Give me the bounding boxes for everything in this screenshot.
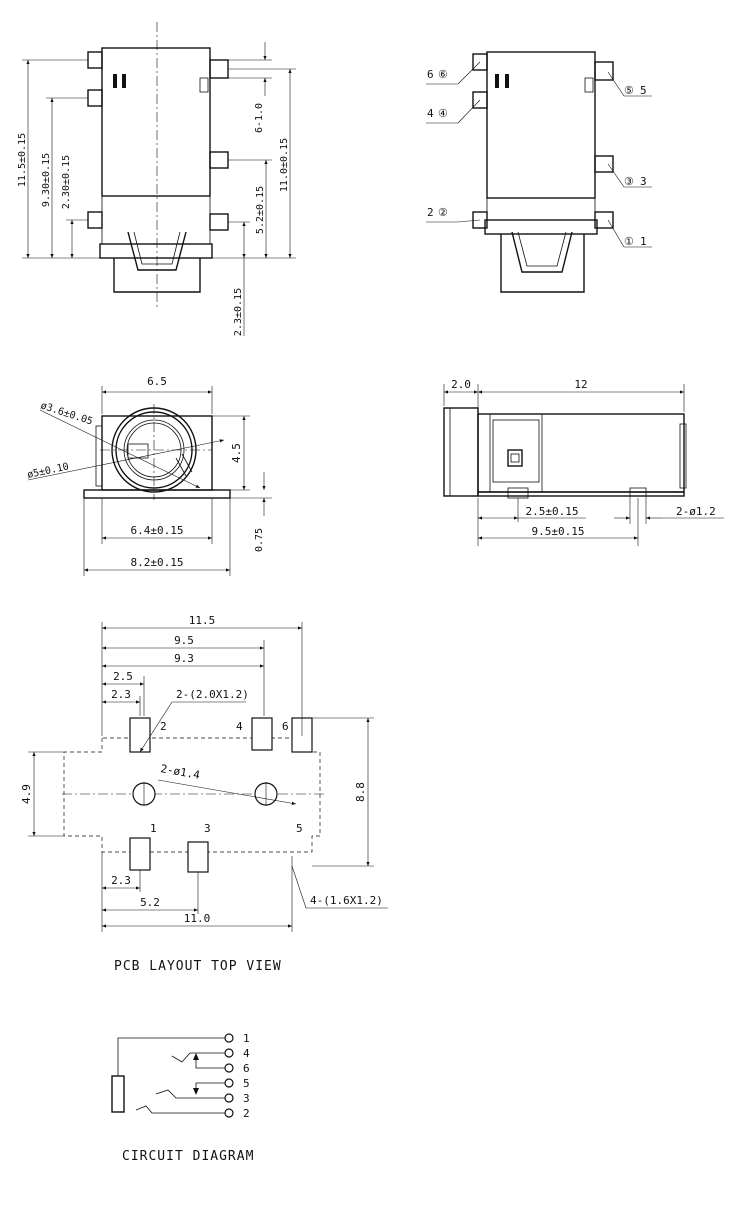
pcb-pad-2: 2 xyxy=(160,720,167,733)
circuit-diagram: 1 4 6 5 3 2 CIRCUIT DIAGRAM xyxy=(111,1032,254,1164)
pcb-pad-1: 1 xyxy=(150,822,157,835)
pin1-num: 1 xyxy=(640,235,647,248)
pcb-dim-8-8: 8.8 xyxy=(354,782,367,802)
pcb-dim-5-2: 5.2 xyxy=(140,896,160,909)
pin2-circled-glyph: ② xyxy=(438,206,448,219)
pcb-pad-6: 6 xyxy=(282,720,289,733)
pin3-circled-glyph: ③ xyxy=(624,175,634,188)
dim-pin3-height: 5.2±0.15 xyxy=(255,186,266,234)
dim-pin-width: 6-1.0 xyxy=(254,103,265,133)
pin6-circled-glyph: ⑥ xyxy=(438,68,448,81)
circuit-pin-1: 1 xyxy=(243,1032,250,1045)
circuit-pin-5: 5 xyxy=(243,1077,250,1090)
side-view: 11.5±0.15 9.30±0.15 2.30±0.15 6-1.0 11.0… xyxy=(17,22,296,336)
pin1-circled-glyph: ① xyxy=(624,235,634,248)
dim-pin4-height: 2.30±0.15 xyxy=(61,155,72,209)
circuit-pin-2: 2 xyxy=(243,1107,250,1120)
pcb-dim-total: 11.5 xyxy=(189,614,216,627)
dim-body-length: 12 xyxy=(574,378,587,391)
dim-nose-length: 2.0 xyxy=(451,378,471,391)
pin3-num: 3 xyxy=(640,175,647,188)
pin4-num: 4 xyxy=(427,107,434,120)
dim-pin1-height: 2.3±0.15 xyxy=(233,288,244,336)
dim-post-diameter: 2-ø1.2 xyxy=(676,505,716,518)
pcb-pad-note-small: 4-(1.6X1.2) xyxy=(310,894,383,907)
pin2-num: 2 xyxy=(427,206,434,219)
circuit-diagram-caption: CIRCUIT DIAGRAM xyxy=(122,1149,254,1164)
dim-front-height: 4.5 xyxy=(230,443,243,463)
pcb-dim-9-5: 9.5 xyxy=(174,634,194,647)
dim-front-total-width: 8.2±0.15 xyxy=(131,556,184,569)
pcb-dim-2-3: 2.3 xyxy=(111,688,131,701)
top-view: 2.0 12 2.5±0.15 9.5±0.15 2-ø1.2 xyxy=(443,378,724,546)
dim-post-span: 9.5±0.15 xyxy=(532,525,585,538)
dim-tab-thickness: 0.75 xyxy=(254,528,265,552)
dim-pin5-height: 11.0±0.15 xyxy=(279,138,290,192)
pcb-pad-4: 4 xyxy=(236,720,243,733)
dim-front-body-width: 6.4±0.15 xyxy=(131,524,184,537)
dim-pin6-height: 9.30±0.15 xyxy=(41,153,52,207)
dim-outer-diameter: ø5±0.10 xyxy=(26,461,70,481)
pin6-circled: 6 xyxy=(427,68,434,81)
pin5-circled-glyph: ⑤ xyxy=(624,84,634,97)
circuit-pin-4: 4 xyxy=(243,1047,250,1060)
circuit-pin-6: 6 xyxy=(243,1062,250,1075)
dim-total-height: 11.5±0.15 xyxy=(17,133,28,187)
pcb-hole-note: 2-ø1.4 xyxy=(159,762,201,782)
front-view: 6.5 ø3.6±0.05 ø5±0.10 4.5 6.4±0.15 0.75 … xyxy=(26,375,272,576)
pin-view: 6 ⑥ 4 ④ 2 ② ⑤ 5 ③ 3 ① 1 xyxy=(426,51,652,293)
pcb-dim-11-0: 11.0 xyxy=(184,912,211,925)
pcb-dim-2-5: 2.5 xyxy=(113,670,133,683)
circuit-pin-3: 3 xyxy=(243,1092,250,1105)
pcb-pad-note-large: 2-(2.0X1.2) xyxy=(176,688,249,701)
pcb-dim-9-3: 9.3 xyxy=(174,652,194,665)
pcb-pad-3: 3 xyxy=(204,822,211,835)
pcb-dim-2-3-lower: 2.3 xyxy=(111,874,131,887)
pin4-circled-glyph: ④ xyxy=(438,107,448,120)
pcb-layout: 2 4 6 1 3 5 11.5 9.5 9.3 2.5 2.3 2-(2.0X… xyxy=(20,614,388,974)
pcb-dim-4-9: 4.9 xyxy=(20,784,33,804)
pin5-num: 5 xyxy=(640,84,647,97)
pcb-layout-caption: PCB LAYOUT TOP VIEW xyxy=(114,959,282,974)
dim-post-pitch: 2.5±0.15 xyxy=(526,505,579,518)
dim-inner-diameter: ø3.6±0.05 xyxy=(39,400,94,427)
dim-front-width: 6.5 xyxy=(147,375,167,388)
pcb-pad-5: 5 xyxy=(296,822,303,835)
